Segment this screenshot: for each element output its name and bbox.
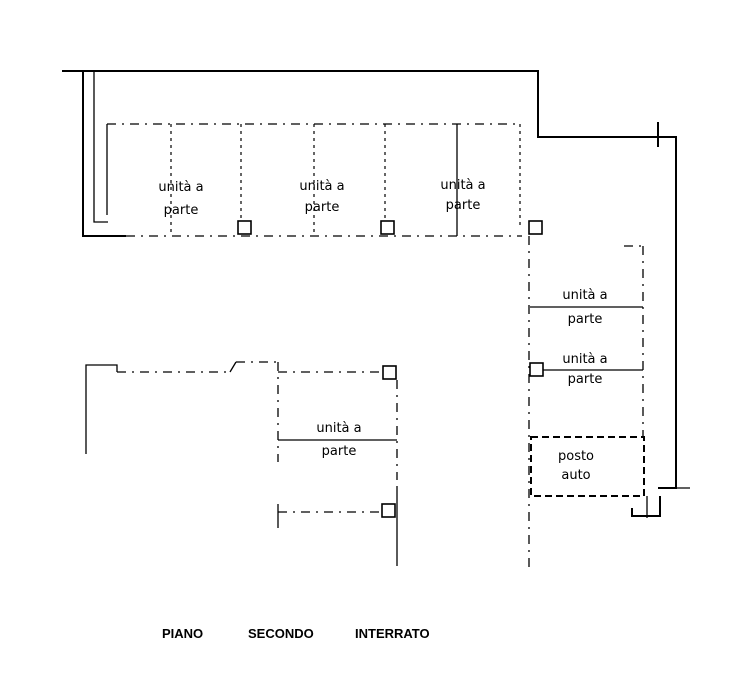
room-label: unità a parte: [440, 178, 485, 213]
room-label-line2: parte: [322, 444, 357, 459]
column: [529, 362, 544, 377]
column: [528, 220, 543, 235]
room-label-line2: parte: [568, 312, 603, 327]
room-label-line2: parte: [568, 372, 603, 387]
room-label-line1: unità a: [562, 352, 607, 367]
parking-label-line2: auto: [561, 468, 590, 483]
room-label-line1: unità a: [299, 179, 344, 194]
room-label-line2: parte: [164, 203, 199, 218]
structural-columns: [237, 220, 544, 518]
upper-zone-lines: [106, 123, 522, 237]
room-label-line2: parte: [305, 200, 340, 215]
room-label: unità a parte: [299, 179, 344, 215]
room-label: unità a parte: [562, 288, 607, 327]
room-label: unità a parte: [562, 352, 607, 387]
column: [382, 365, 397, 380]
floor-title-word3: INTERRATO: [355, 626, 430, 641]
floor-title: PIANO SECONDO INTERRATO: [162, 626, 430, 641]
parking-label: posto auto: [558, 449, 594, 483]
lower-zone-lines: [85, 361, 398, 566]
room-label: unità a parte: [158, 180, 203, 218]
floor-title-word1: PIANO: [162, 626, 203, 641]
room-label-line1: unità a: [158, 180, 203, 195]
parking-label-line1: posto: [558, 449, 594, 464]
room-label-line1: unità a: [562, 288, 607, 303]
room-label: unità a parte: [316, 421, 361, 459]
floor-title-word2: SECONDO: [248, 626, 314, 641]
room-label-line2: parte: [446, 198, 481, 213]
room-label-line1: unità a: [440, 178, 485, 193]
room-label-line1: unità a: [316, 421, 361, 436]
column: [237, 220, 252, 235]
outer-walls: [62, 70, 690, 518]
right-zone-lines: [528, 236, 645, 568]
column: [380, 220, 395, 235]
parking-space-outline: [530, 436, 645, 497]
column: [381, 503, 396, 518]
